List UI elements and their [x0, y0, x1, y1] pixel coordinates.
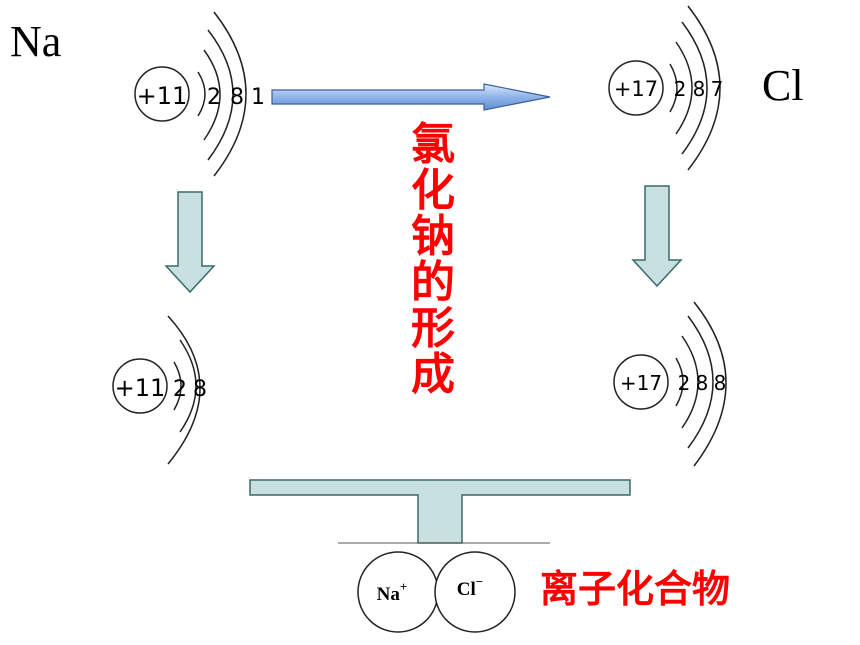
electron-shell — [681, 21, 708, 155]
shell-count: 8 — [696, 371, 709, 395]
electron-shell — [197, 71, 206, 117]
electron-shell — [167, 315, 201, 465]
nucleus-circle — [613, 354, 669, 410]
electron-shell — [179, 339, 197, 433]
title-char: 的 — [411, 257, 455, 308]
shell-count: 8 — [714, 371, 727, 395]
shell-count: 2 — [207, 85, 221, 110]
sodium-atom: +11 2 8 1 — [134, 11, 265, 177]
combine-connector — [249, 479, 631, 544]
nucleus-charge: +11 — [137, 82, 188, 110]
title-char: 形 — [411, 303, 455, 354]
svg-text:Na+: Na+ — [377, 579, 408, 605]
shell-count: 8 — [193, 377, 207, 402]
ionic-compound-label: 离子化合物 — [540, 567, 731, 611]
electron-shell — [173, 361, 182, 411]
electron-shell — [669, 63, 678, 113]
electron-shell — [687, 5, 721, 171]
electron-shell — [693, 301, 727, 467]
shell-count: 7 — [711, 77, 724, 101]
electron-transfer-arrow — [271, 83, 551, 111]
sodium-cation: Na+ — [357, 551, 439, 633]
shell-count: 1 — [251, 85, 265, 110]
shell-count: 2 — [678, 371, 691, 395]
shell-count: 2 — [173, 377, 187, 402]
nucleus-circle — [608, 60, 664, 116]
ion-circle — [434, 551, 516, 633]
sodium-down-arrow — [164, 191, 216, 294]
diagram-title: 氯 化 钠 的 形 成 — [405, 122, 461, 398]
ion-charge: + — [400, 579, 407, 594]
shell-count: 2 — [674, 77, 687, 101]
title-char: 氯 — [411, 119, 455, 170]
electron-shell — [213, 11, 247, 177]
title-char: 化 — [411, 165, 455, 216]
title-char: 钠 — [411, 211, 455, 262]
ion-symbol: Cl — [457, 579, 476, 600]
electron-shell — [681, 335, 699, 429]
chloride-anion: Cl− — [434, 551, 516, 633]
svg-text:Cl−: Cl− — [457, 574, 483, 600]
nucleus-charge: +11 — [115, 374, 166, 402]
shell-count: 8 — [693, 77, 706, 101]
chlorine-down-arrow — [631, 185, 683, 288]
electron-shell — [687, 315, 714, 449]
chlorine-atom: +17 2 8 7 — [608, 5, 724, 171]
sodium-label: Na — [10, 17, 62, 66]
ion-symbol: Na — [377, 584, 401, 605]
electron-shell — [203, 49, 221, 141]
ion-charge: − — [476, 574, 483, 589]
nucleus-circle — [134, 66, 190, 122]
electron-shell — [675, 41, 693, 135]
electron-shell — [207, 29, 234, 161]
title-char: 成 — [411, 349, 455, 400]
nucleus-charge: +17 — [614, 77, 658, 101]
sodium-ion: +11 2 8 — [112, 315, 207, 465]
nucleus-circle — [112, 358, 168, 414]
nucleus-charge: +17 — [620, 371, 662, 395]
shell-count: 8 — [230, 85, 244, 110]
electron-shell — [675, 357, 684, 407]
chloride-ion: +17 2 8 8 — [613, 301, 727, 467]
chlorine-label: Cl — [762, 61, 804, 110]
